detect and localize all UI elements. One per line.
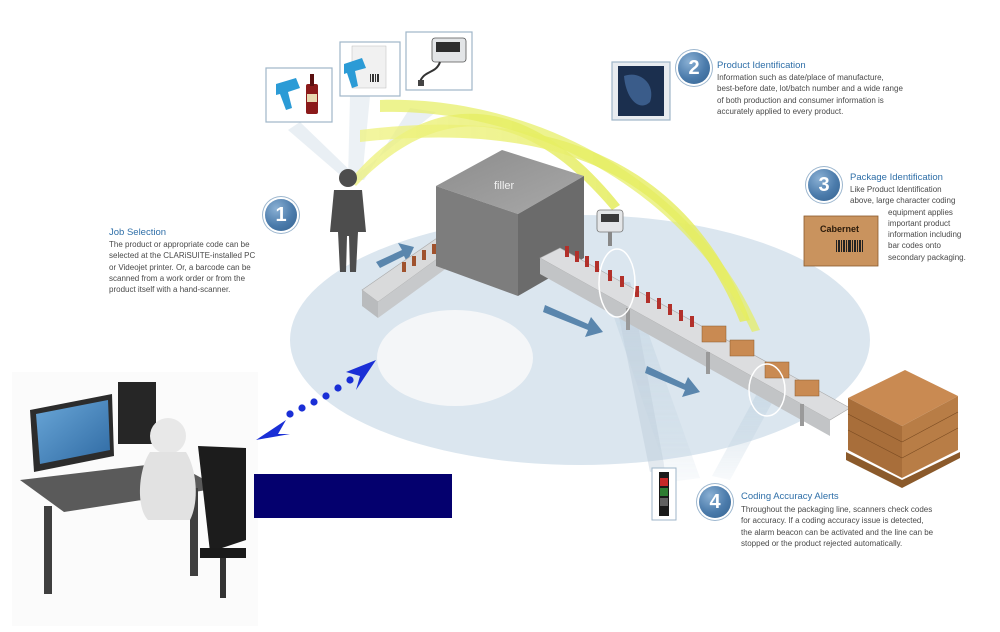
computer-workstation [12,372,258,626]
operator-silhouette [330,169,366,272]
step-4-description: Throughout the packaging line, scanners … [741,504,933,549]
scanner-zone-2 [748,363,786,417]
step-3-description: Like Product Identification above, large… [850,184,990,263]
line-printer [596,209,624,246]
step-3-line: equipment applies [888,207,953,217]
carton-brand-label: Cabernet [820,224,859,234]
step-4-line: Throughout the packaging line, scanners … [741,505,933,514]
thumb-carton: Cabernet [803,215,879,267]
step-2-line: best-before date, lot/batch number and a… [717,84,903,94]
infeed-conveyor [361,226,466,318]
step-4-line: the alarm beacon can be activated and th… [741,527,934,537]
step-1-description: The product or appropriate code can be s… [109,239,255,295]
step-1-badge: 1 [265,199,297,231]
step-3-line: secondary packaging. [888,252,966,262]
step-1-line: selected at the CLARiSUITE-installed PC [109,251,256,261]
step-2-line: accurately applied to every product. [717,106,844,116]
thumb-printer [405,31,473,91]
flow-arrows [376,243,700,397]
navy-block [254,474,452,518]
step-3-title: Package Identification [850,172,943,183]
step-2-title: Product Identification [717,60,806,71]
step-1-line: The product or appropriate code can be [109,240,250,249]
step-3-line: above, large character coding [850,196,956,206]
thumb-print-head [611,61,671,121]
step-3-line: bar codes onto [888,241,941,251]
step-4-line: stopped or the product rejected automati… [741,538,903,548]
floor-highlight [377,310,533,406]
pallet-stack [846,370,960,488]
filler-label: filler [494,180,515,192]
step-3-line: Like Product Identification [850,185,942,194]
cases [701,325,820,397]
step-2-description: Information such as date/place of manufa… [717,72,903,117]
step-3-badge: 3 [808,169,840,201]
step-3-line: information including [888,230,962,240]
step-1-title: Job Selection [109,227,167,238]
step-1-line: or Videojet printer. Or, a barcode can b… [109,262,251,272]
step-2-line: of both production and consumer informat… [717,95,884,105]
bottles [565,246,694,327]
step-2-badge: 2 [678,52,710,84]
thumb-scanner-label [339,41,401,97]
step-4-badge: 4 [699,486,731,518]
step-3-line: important product [888,218,951,228]
filler-machine [436,150,584,296]
thumb-scanner-bottle [265,67,333,123]
scanner-zone-1 [598,248,636,318]
data-beams [350,99,760,332]
step-1-line: scanned from a work order or from the [109,273,246,283]
thumb-alarm-beacon [651,467,677,521]
step-4-line: for accuracy. If a coding accuracy issue… [741,516,924,526]
dotted-connection-arrow [256,360,376,440]
step-2-line: Information such as date/place of manufa… [717,73,884,82]
step-1-line: product itself with a hand-scanner. [109,285,231,295]
step-4-title: Coding Accuracy Alerts [741,491,839,502]
